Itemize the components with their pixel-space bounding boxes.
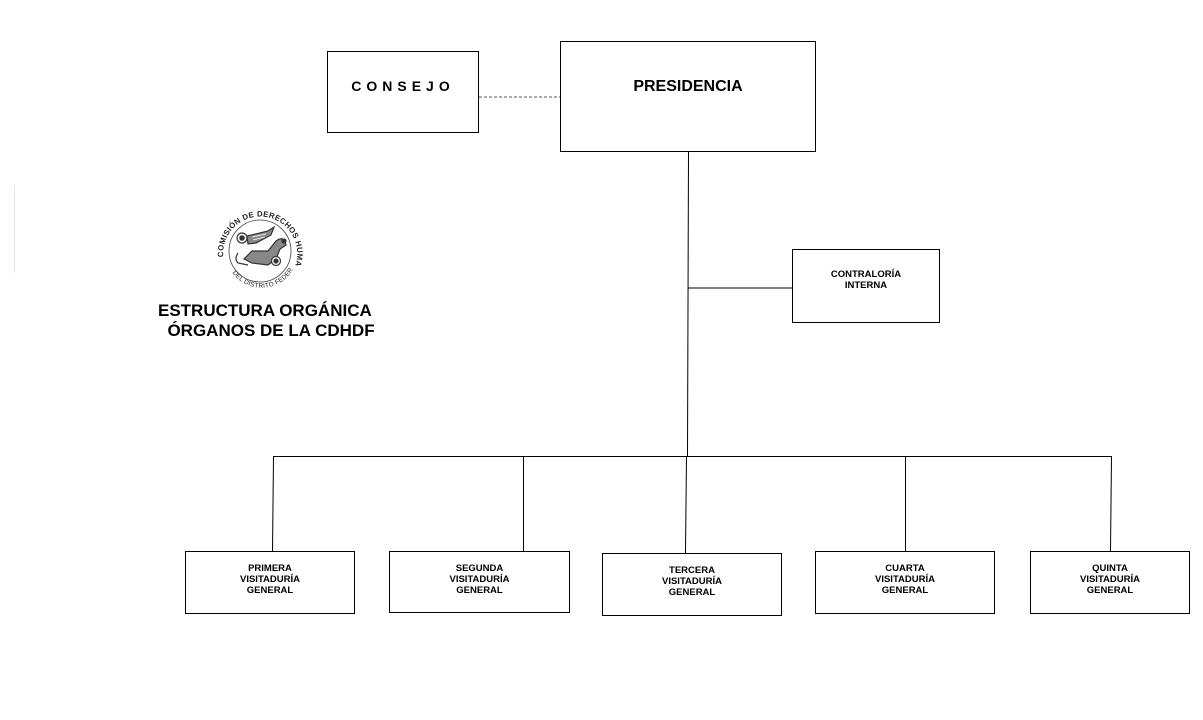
primera-visitaduria-node: PRIMERA VISITADURÍA GENERAL	[185, 551, 355, 614]
quinta-visitaduria-node: QUINTA VISITADURÍA GENERAL	[1030, 551, 1190, 614]
v1-drop-line	[272, 455, 274, 552]
tercera-visitaduria-node: TERCERA VISITADURÍA GENERAL	[602, 553, 782, 616]
presidencia-label: PRESIDENCIA	[633, 77, 743, 95]
consejo-label: CONSEJO	[351, 78, 455, 94]
page-title: ESTRUCTURA ORGÁNICA ÓRGANOS DE LA CDHDF	[158, 301, 375, 340]
cdhdf-seal-logo: COMISIÓN DE DERECHOS HUMANOS DEL DISTRIT…	[208, 201, 304, 290]
consejo-node: CONSEJO	[327, 51, 479, 133]
seal-bird-icon	[235, 225, 287, 267]
tercera-visitaduria-label: TERCERA VISITADURÍA GENERAL	[662, 565, 722, 598]
page-edge-mark	[14, 185, 15, 273]
segunda-visitaduria-node: SEGUNDA VISITADURÍA GENERAL	[389, 551, 570, 613]
v5-drop-line	[1110, 455, 1112, 552]
contraloria-label: CONTRALORÍA INTERNA	[830, 269, 902, 291]
presidencia-trunk-line	[687, 151, 689, 457]
cuarta-visitaduria-node: CUARTA VISITADURÍA GENERAL	[815, 551, 995, 614]
segunda-visitaduria-label: SEGUNDA VISITADURÍA GENERAL	[449, 562, 510, 596]
v3-drop-line	[685, 455, 687, 554]
quinta-visitaduria-label: QUINTA VISITADURÍA GENERAL	[1080, 563, 1140, 596]
contraloria-node: CONTRALORÍA INTERNA	[792, 249, 940, 323]
primera-visitaduria-label: PRIMERA VISITADURÍA GENERAL	[240, 563, 300, 596]
presidencia-node: PRESIDENCIA	[560, 41, 816, 152]
cuarta-visitaduria-label: CUARTA VISITADURÍA GENERAL	[875, 563, 935, 596]
